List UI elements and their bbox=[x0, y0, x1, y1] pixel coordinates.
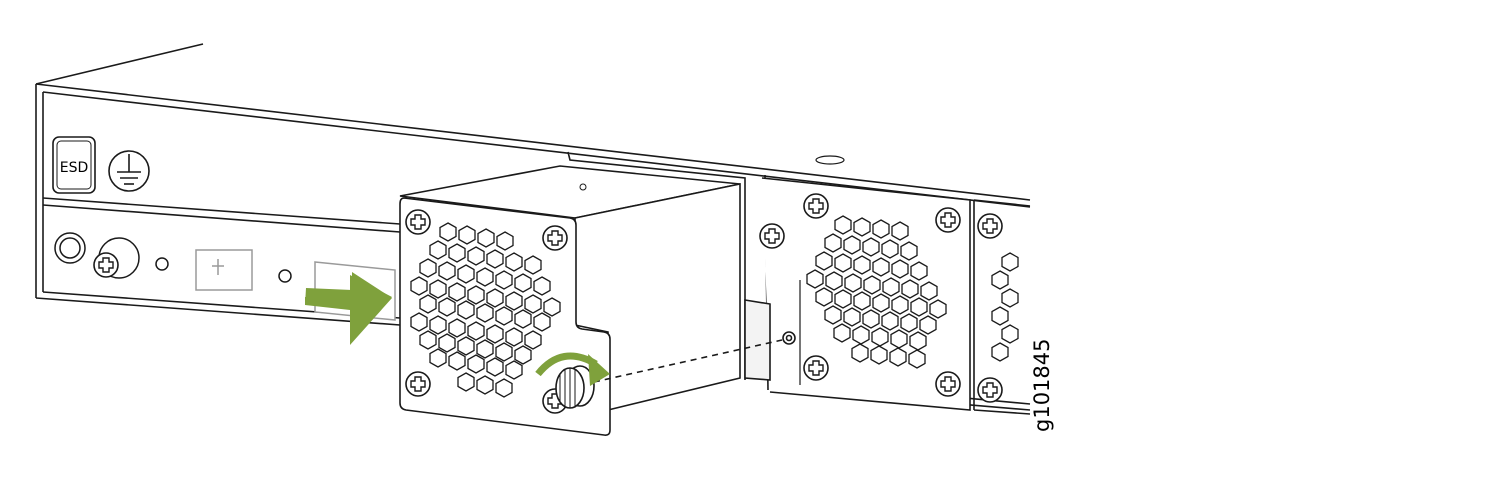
port-round-1-inner bbox=[59, 237, 81, 259]
next-fan-grille bbox=[991, 252, 1019, 362]
installed-fan-module bbox=[761, 155, 1031, 415]
figure-id: g101845 bbox=[1030, 338, 1054, 433]
chassis-mid-edge-2 bbox=[42, 197, 401, 225]
chassis-mid-edge bbox=[42, 204, 401, 233]
insert-arrow-shape bbox=[305, 272, 392, 345]
chassis-inner-top bbox=[42, 91, 1031, 208]
new-fan-module bbox=[399, 165, 741, 436]
led-1 bbox=[155, 257, 169, 271]
captive-screw-knob bbox=[555, 365, 595, 409]
led-2 bbox=[278, 269, 292, 283]
esd-label: ESD bbox=[52, 136, 96, 194]
esd-text: ESD bbox=[60, 160, 89, 176]
chassis-top-front-edge bbox=[35, 83, 1031, 201]
ground-icon bbox=[108, 150, 150, 192]
port-rect bbox=[195, 249, 253, 291]
chassis-top-edge bbox=[35, 43, 204, 85]
chassis-bottom-edge bbox=[35, 297, 401, 326]
rotate-arrow-icon bbox=[535, 352, 610, 386]
